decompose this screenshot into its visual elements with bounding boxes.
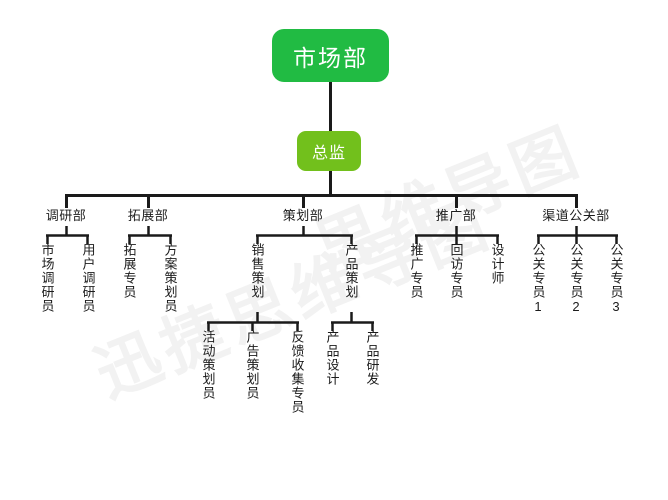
node-pr-specialist-3[interactable]: 公关专员3 <box>608 243 624 315</box>
node-ad-planner[interactable]: 广告策划员 <box>244 330 260 400</box>
node-product-design[interactable]: 产品设计 <box>324 330 340 386</box>
node-root-marketing-department[interactable]: 市场部 <box>272 29 389 82</box>
node-dept-expansion[interactable]: 拓展部 <box>127 208 169 223</box>
node-event-planner[interactable]: 活动策划员 <box>200 330 216 400</box>
node-market-researcher[interactable]: 市场调研员 <box>39 243 55 313</box>
node-promotion-specialist[interactable]: 推广专员 <box>408 243 424 299</box>
node-expansion-specialist[interactable]: 拓展专员 <box>121 243 137 299</box>
node-pr-specialist-1[interactable]: 公关专员1 <box>530 243 546 315</box>
node-followup-specialist[interactable]: 回访专员 <box>448 243 464 299</box>
node-director-label: 总监 <box>311 145 346 162</box>
node-dept-channel-pr[interactable]: 渠道公关部 <box>542 208 610 223</box>
node-user-researcher[interactable]: 用户调研员 <box>80 243 96 313</box>
node-pr-specialist-2[interactable]: 公关专员2 <box>568 243 584 315</box>
node-root-label: 市场部 <box>293 44 368 71</box>
node-proposal-planner[interactable]: 方案策划员 <box>162 243 178 313</box>
node-product-planning[interactable]: 产品策划 <box>343 243 359 299</box>
node-dept-promotion[interactable]: 推广部 <box>435 208 477 223</box>
node-feedback-specialist[interactable]: 反馈收集专员 <box>289 330 305 414</box>
node-designer[interactable]: 设计师 <box>489 243 505 285</box>
node-director[interactable]: 总监 <box>297 131 361 171</box>
node-product-rnd[interactable]: 产品研发 <box>364 330 380 386</box>
node-sales-planning[interactable]: 销售策划 <box>249 243 265 299</box>
node-dept-planning[interactable]: 策划部 <box>282 208 324 223</box>
node-dept-research[interactable]: 调研部 <box>45 208 87 223</box>
